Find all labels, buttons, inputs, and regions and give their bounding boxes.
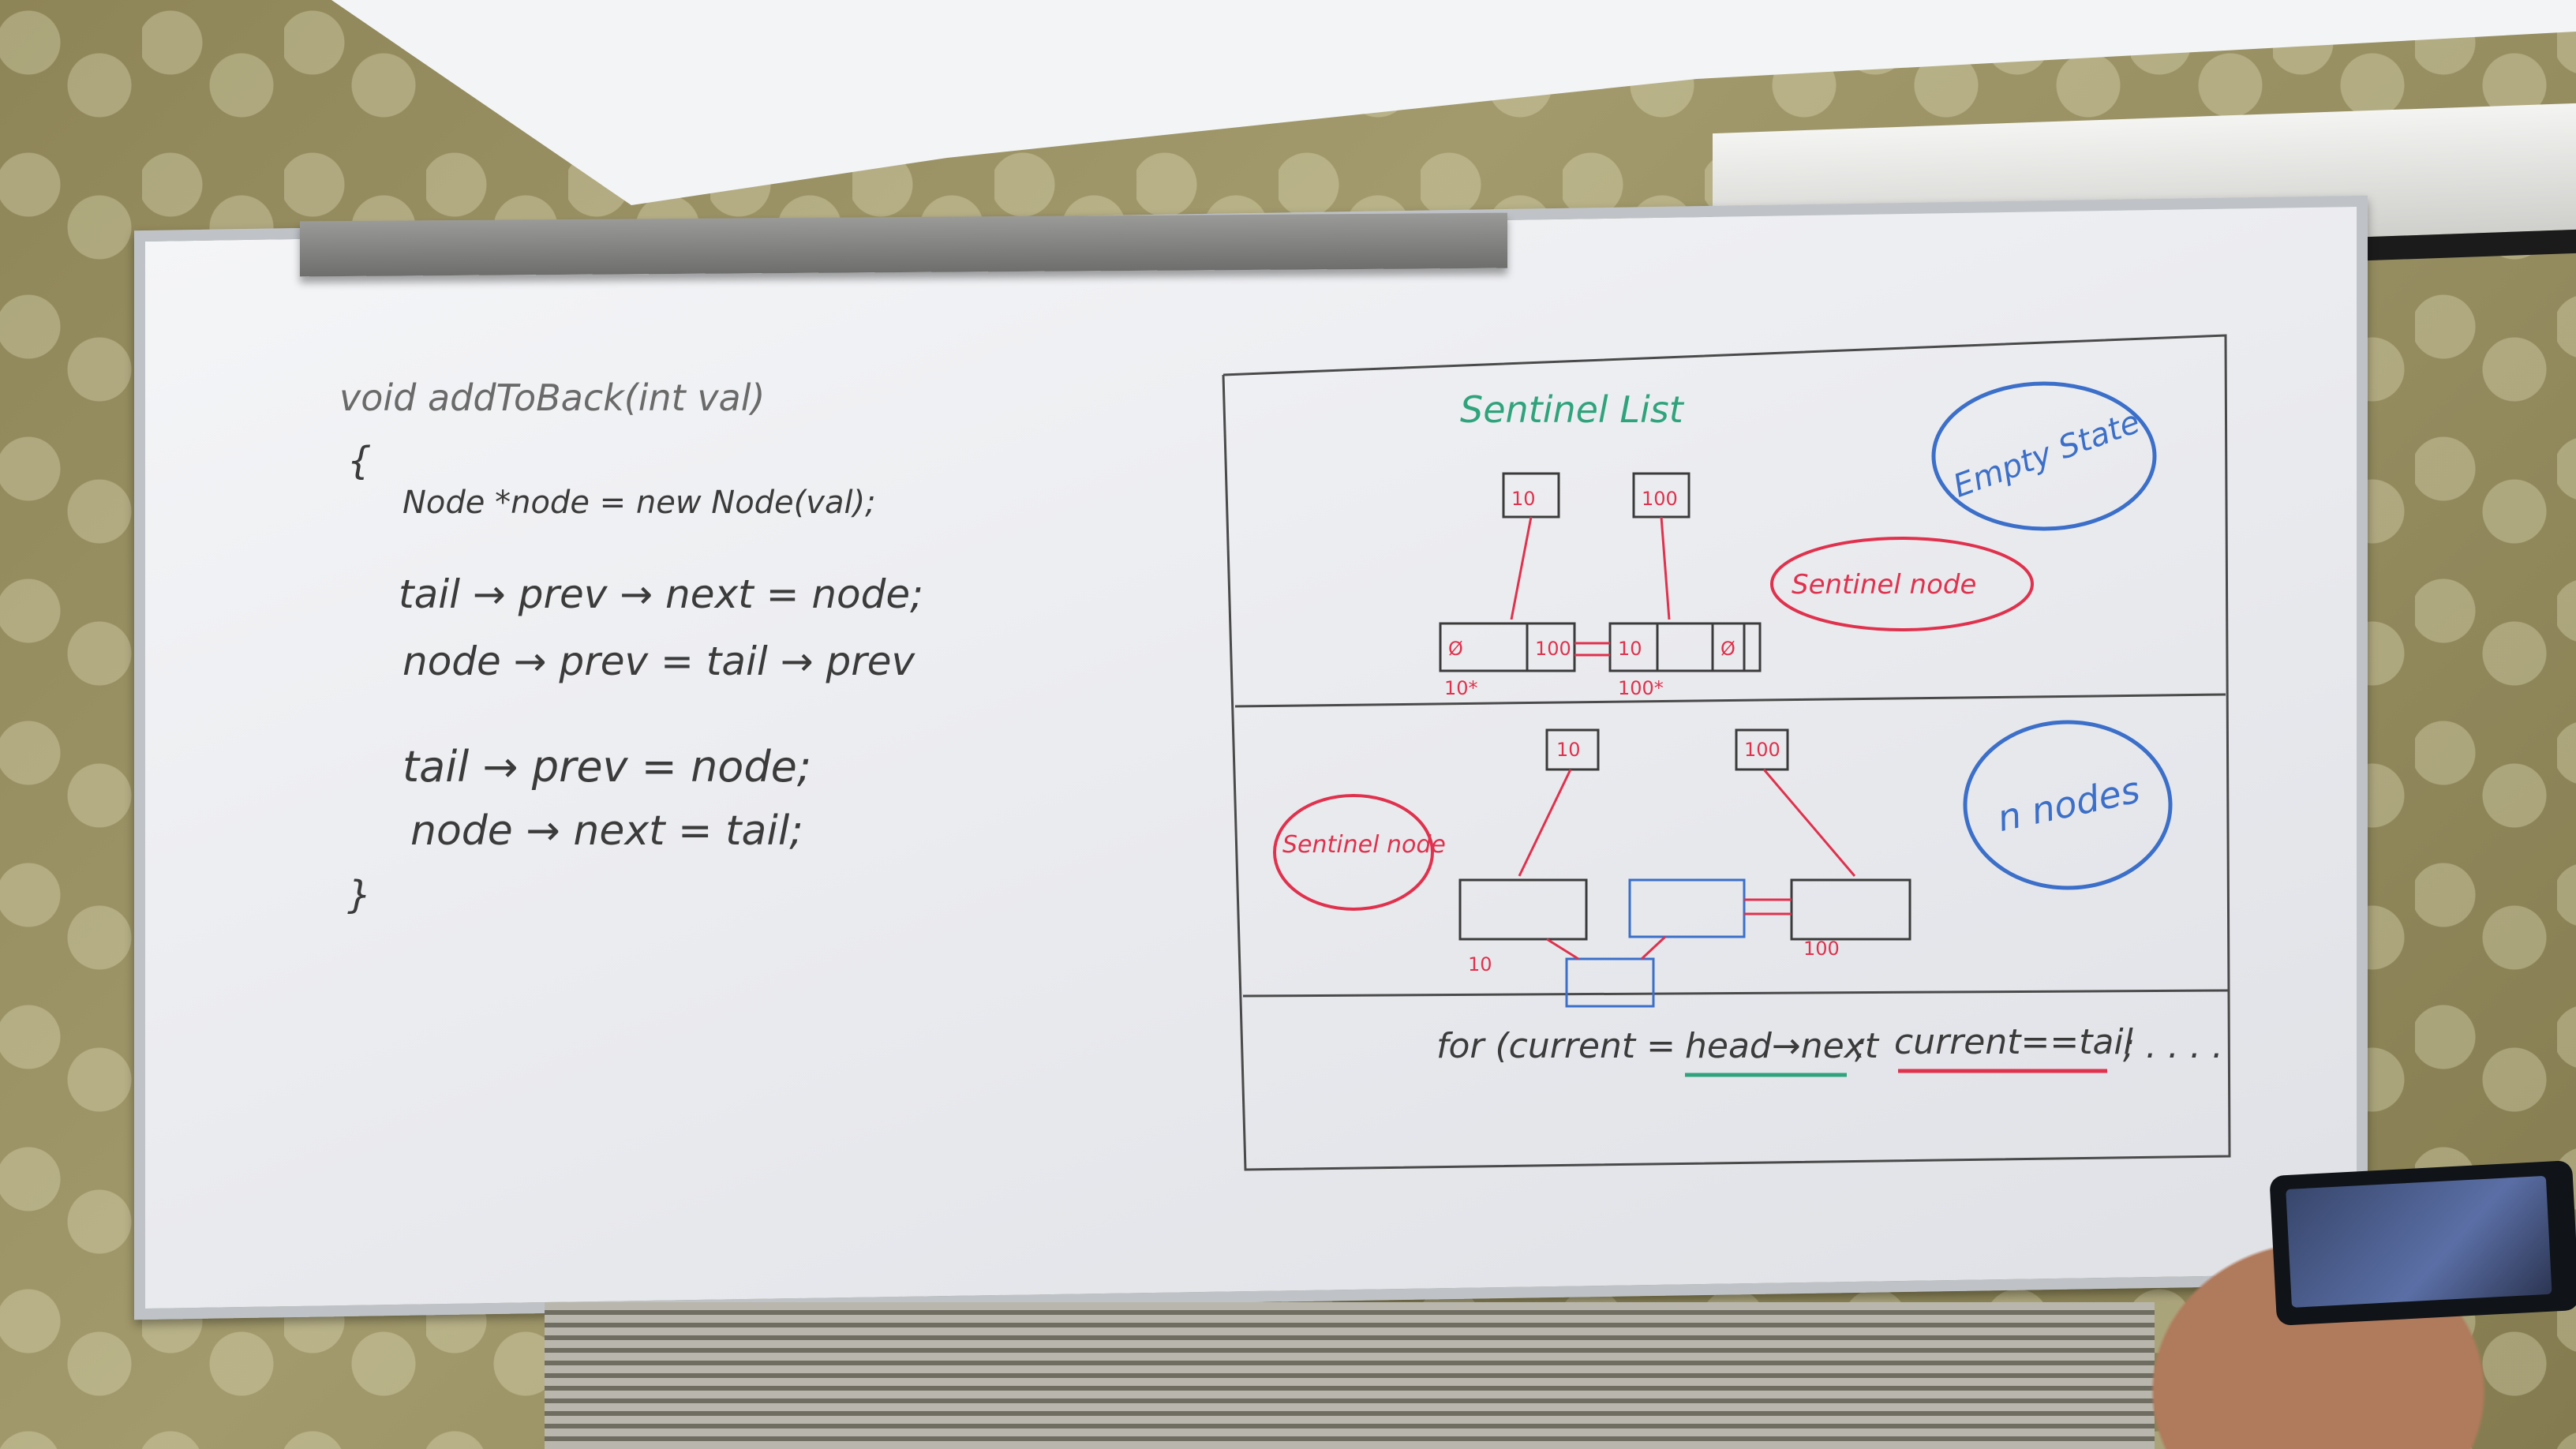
empty-state-label: Empty State xyxy=(1949,404,2144,505)
code-line: Node *node = new Node(val); xyxy=(402,485,876,521)
n-nodes-label: n nodes xyxy=(1994,768,2144,840)
diagram-title: Sentinel List xyxy=(1460,388,1685,431)
sentinel-callout-bottom-label: Sentinel node xyxy=(1282,831,1446,859)
pointer-value: 10 xyxy=(1511,488,1536,510)
node-cell xyxy=(1526,622,1576,672)
node-cell xyxy=(1656,622,1746,672)
sentinel-callout-top xyxy=(1770,537,2034,631)
node-value: 10 xyxy=(1618,638,1642,660)
loop-condition: current==tail xyxy=(1894,1022,2134,1062)
node-address: 100* xyxy=(1618,677,1664,699)
node-value: Ø xyxy=(1720,638,1735,660)
node-address: 10 xyxy=(1468,953,1492,975)
node-address: 10* xyxy=(1444,677,1478,699)
node-cell xyxy=(1711,622,1762,672)
top-arrows xyxy=(1510,516,1671,657)
sentinel-callout-bottom xyxy=(1273,794,1434,911)
window-blinds xyxy=(545,1302,2155,1449)
node-cell xyxy=(1790,878,1911,941)
node-value: Ø xyxy=(1448,638,1463,660)
code-line: tail → prev → next = node; xyxy=(399,571,923,617)
code-signature: void addToBack(int val) xyxy=(339,376,765,419)
n-nodes-circle xyxy=(1963,720,2173,890)
code-open-brace: { xyxy=(347,439,372,483)
pointer-value: 100 xyxy=(1642,488,1678,510)
code-close-brace: } xyxy=(347,873,372,917)
node-value: 100 xyxy=(1535,638,1571,660)
pointer-box xyxy=(1545,728,1600,771)
empty-state-circle xyxy=(1931,381,2157,531)
loop-suffix: ; . . . . xyxy=(2123,1026,2223,1066)
bottom-arrows xyxy=(1518,769,1856,960)
loop-mid: ; xyxy=(1855,1026,1866,1066)
loop-prefix: for (current = xyxy=(1436,1026,1676,1066)
pointer-value: 100 xyxy=(1744,739,1780,761)
node-cell xyxy=(1458,878,1588,941)
diagram-frame xyxy=(1222,334,2231,1171)
node-cell xyxy=(1565,957,1655,1008)
code-line: node → next = tail; xyxy=(410,807,803,855)
phone-screen xyxy=(2286,1175,2552,1308)
pointer-value: 10 xyxy=(1556,739,1581,761)
node-address: 100 xyxy=(1803,938,1840,960)
code-line: node → prev = tail → prev xyxy=(402,638,916,684)
loop-head: head→next xyxy=(1685,1026,1880,1066)
sentinel-callout-top-label: Sentinel node xyxy=(1792,569,1976,601)
phone xyxy=(2269,1160,2576,1326)
pointer-box xyxy=(1735,728,1789,771)
node-cell xyxy=(1628,878,1746,938)
code-line: tail → prev = node; xyxy=(402,742,811,792)
